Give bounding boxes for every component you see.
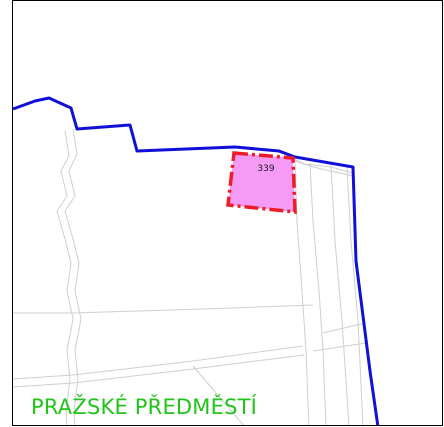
street-line-diagonal-low — [192, 365, 244, 425]
parcel-number-label: 339 — [257, 164, 274, 174]
map-frame[interactable]: 339 PRAŽSKÉ PŘEDMĚSTÍ — [12, 0, 443, 426]
cadastral-map[interactable]: 339 PRAŽSKÉ PŘEDMĚSTÍ — [13, 1, 443, 426]
street-line-horizontal-3 — [13, 354, 305, 388]
street-line-horizontal-1 — [13, 304, 314, 314]
parcel-339[interactable]: 339 — [226, 151, 297, 214]
street-lines — [13, 128, 367, 425]
street-line-left-east — [64, 128, 82, 425]
street-line-vertical-4 — [346, 166, 364, 425]
street-line-top-edge — [288, 158, 354, 177]
district-boundary — [13, 96, 380, 425]
street-line-horizontal-2 — [13, 345, 304, 380]
district-name-label: PRAŽSKÉ PŘEDMĚSTÍ — [31, 394, 257, 419]
street-line-horizontal-4 — [322, 322, 366, 334]
parcel-area[interactable] — [226, 151, 297, 214]
street-line-diagonal — [288, 156, 354, 174]
street-line-vertical-3 — [330, 164, 350, 425]
street-line-left-west — [56, 130, 74, 425]
street-line-vertical-1 — [294, 162, 310, 425]
street-line-vertical-2 — [309, 162, 327, 425]
street-line-horizontal-5 — [312, 342, 367, 352]
